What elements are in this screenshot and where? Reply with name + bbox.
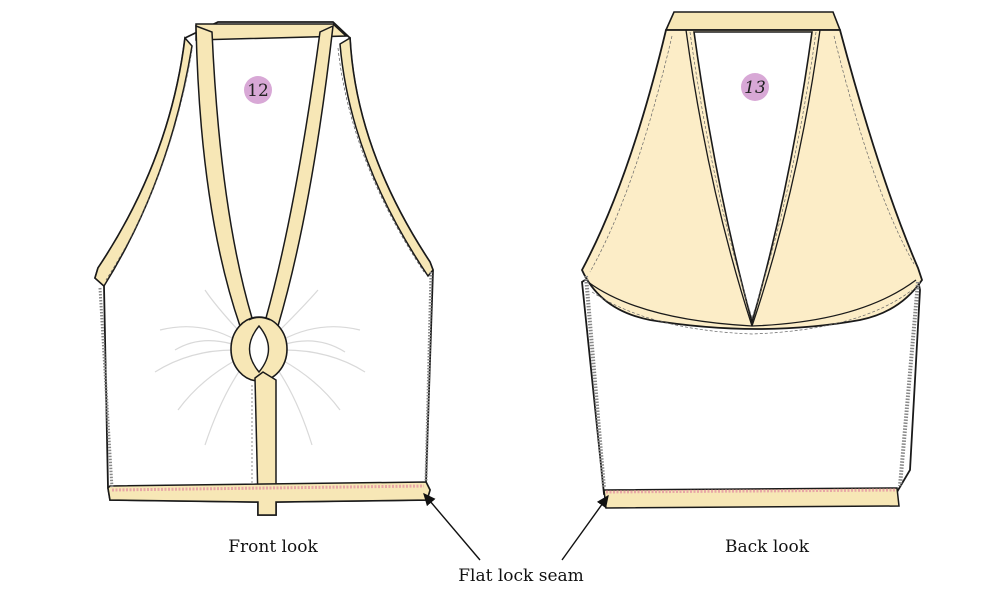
front-flat-lock-stitch — [111, 484, 425, 492]
back-look-caption: Back look — [725, 537, 810, 557]
callout-arrow-right — [561, 494, 609, 561]
back-badge-label: 13 — [744, 78, 766, 98]
back-view-garment — [580, 11, 923, 509]
front-gather-lines — [154, 289, 366, 446]
back-flat-lock-stitch — [605, 488, 897, 494]
front-view-garment — [93, 21, 434, 516]
back-v-cutout — [693, 31, 813, 325]
flat-lock-seam-label: Flat lock seam — [458, 566, 584, 586]
front-left-armhole-binding — [94, 36, 193, 288]
back-left-side-stitch — [584, 275, 606, 489]
front-hem-binding — [107, 481, 431, 516]
back-neck-band — [664, 11, 842, 31]
front-keyhole-ring — [230, 316, 288, 382]
front-badge-label: 12 — [247, 81, 269, 101]
front-left-side-stitch — [98, 287, 114, 489]
front-center-placket — [254, 371, 277, 503]
front-look-caption: Front look — [228, 537, 318, 557]
callout-arrow-left — [423, 492, 481, 561]
back-right-side-stitch — [898, 281, 920, 487]
back-view-number-badge: 13 — [741, 73, 769, 101]
flat-lock-seam-callout: Flat lock seam — [423, 492, 609, 586]
front-right-side-stitch — [424, 271, 433, 483]
front-view-number-badge: 12 — [244, 76, 272, 104]
